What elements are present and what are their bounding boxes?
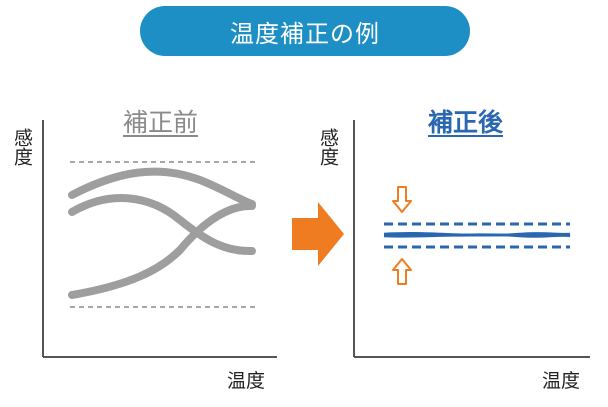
- right-arrow-icon: [292, 202, 344, 266]
- curve-middle: [68, 194, 256, 256]
- after-correction-label: 補正後: [428, 108, 504, 137]
- diagram-title: 温度補正の例: [140, 6, 470, 56]
- corrected-lines: [383, 231, 571, 238]
- right-y-axis-label: 感度: [317, 128, 339, 166]
- down-arrow-icon: [392, 186, 412, 213]
- before-correction-label: 補正前: [123, 108, 199, 137]
- curve-top: [68, 167, 256, 208]
- left-axes: [42, 120, 277, 358]
- right-axes: [353, 120, 590, 358]
- curve-bottom: [68, 201, 256, 299]
- right-x-axis-label: 温度: [542, 370, 581, 392]
- uncorrected-curves: [68, 167, 256, 299]
- left-y-axis-label: 感度: [11, 128, 33, 166]
- up-arrow-icon: [392, 258, 412, 285]
- left-x-axis-label: 温度: [227, 370, 266, 392]
